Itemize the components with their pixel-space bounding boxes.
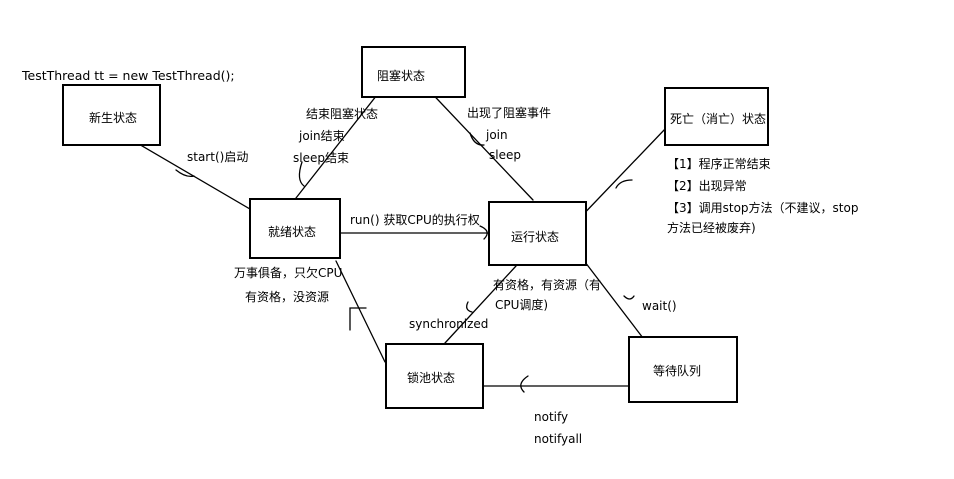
dead-reason-2: 【2】出现异常 [667, 179, 747, 193]
edge-running-to-lock [444, 265, 517, 344]
edge-blocked-to-running [421, 82, 534, 201]
label-running-note-2: CPU调度) [495, 298, 549, 312]
arrowhead-running-from-ready [479, 225, 488, 240]
arrowhead-ready-in [175, 169, 195, 178]
arrowhead-ready-from-lock [349, 307, 367, 331]
dead-reason-3: 【3】调用stop方法（不建议，stop [667, 201, 859, 215]
dead-reason-1: 【1】程序正常结束 [667, 157, 771, 171]
state-dead-label: 死亡（消亡）状态 [670, 112, 767, 126]
arrowhead-running-from-blocked [469, 132, 485, 146]
state-ready: 就绪状态 [249, 198, 341, 259]
label-block-event: 出现了阻塞事件 [467, 106, 552, 120]
state-running: 运行状态 [488, 201, 587, 266]
state-wait-queue: 等待队列 [628, 336, 738, 403]
state-blocked-label: 阻塞状态 [377, 69, 426, 83]
state-running-label: 运行状态 [511, 230, 560, 244]
label-wait: wait() [642, 299, 677, 313]
state-lock-pool: 锁池状态 [385, 343, 484, 409]
edge-running-to-wait [584, 261, 644, 339]
label-end-block: 结束阻塞状态 [306, 107, 379, 121]
label-join: join [486, 128, 508, 142]
dead-reason-4: 方法已经被废弃) [667, 221, 756, 235]
state-lock-pool-label: 锁池状态 [407, 371, 456, 385]
label-sleep-end: sleep结束 [293, 151, 349, 165]
edge-lock-to-ready [335, 260, 386, 363]
label-synchronized: synchronized [409, 317, 489, 331]
label-start: start()启动 [187, 150, 249, 164]
state-blocked: 阻塞状态 [361, 46, 466, 98]
label-notifyall: notifyall [534, 432, 583, 446]
label-running-note-1: 有资格，有资源（有 [493, 278, 602, 292]
label-notify: notify [534, 410, 569, 424]
arrowhead-wait [623, 295, 635, 300]
edge-running-to-dead [575, 127, 667, 223]
arrowhead-lock-from-running [466, 301, 473, 313]
label-ready-note-1: 万事俱备，只欠CPU [234, 266, 343, 280]
edge-new-to-ready [124, 135, 256, 213]
arrowhead-lock-from-wait [520, 375, 529, 393]
arrowhead-ready-from-blocked [298, 161, 305, 187]
label-ready-note-2: 有资格，没资源 [245, 290, 330, 304]
header-code: TestThread tt = new TestThread(); [22, 68, 235, 83]
label-sleep: sleep [489, 148, 521, 162]
arrowhead-dead [615, 179, 633, 189]
state-ready-label: 就绪状态 [268, 225, 317, 239]
edge-ready-to-blocked [295, 85, 385, 199]
state-new-label: 新生状态 [89, 111, 138, 125]
state-wait-queue-label: 等待队列 [653, 364, 702, 378]
state-dead: 死亡（消亡）状态 [664, 87, 769, 146]
state-new: 新生状态 [62, 84, 161, 146]
label-join-end: join结束 [299, 129, 345, 143]
label-run: run() 获取CPU的执行权 [350, 213, 480, 227]
